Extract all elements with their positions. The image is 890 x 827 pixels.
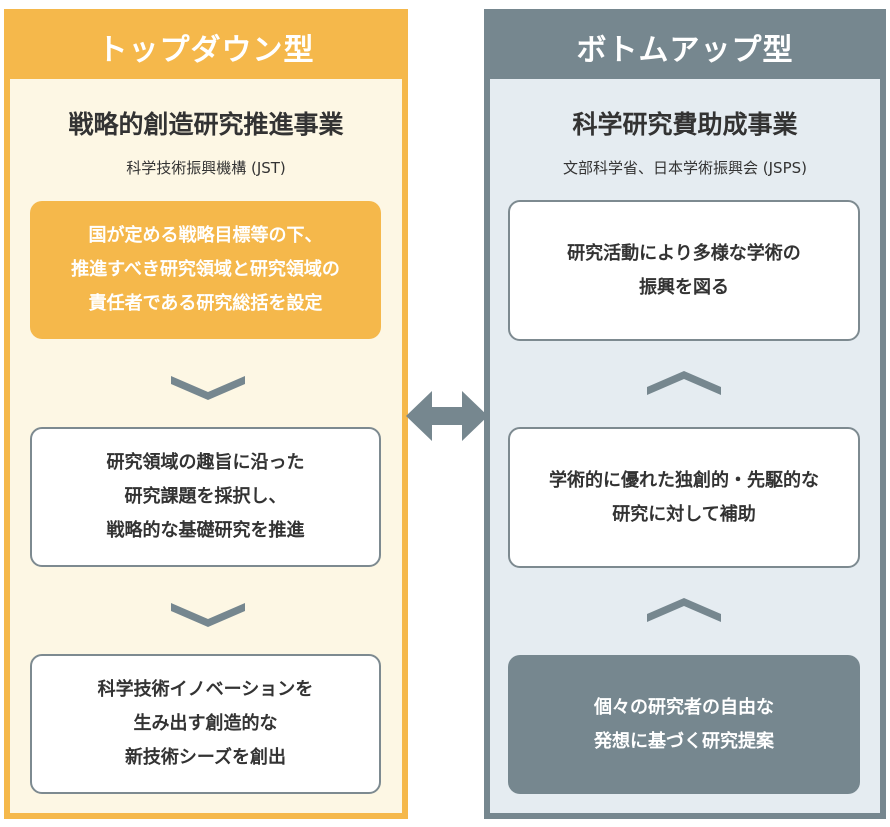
step-line: 推進すべき研究領域と研究領域の — [71, 259, 340, 280]
bottom-up-step-bottom: 個々の研究者の自由な 発想に基づく研究提案 — [508, 655, 860, 794]
chevron-up-icon — [647, 371, 721, 395]
step-line: 振興を図る — [639, 276, 729, 298]
step-line: 研究課題を採択し、 — [124, 486, 287, 507]
step-line: 研究に対して補助 — [612, 503, 756, 525]
step-line: 個々の研究者の自由な — [594, 696, 774, 718]
step-line: 新技術シーズを創出 — [124, 747, 287, 768]
top-down-banner: トップダウン型 — [10, 15, 402, 79]
step-line: 科学技術イノベーションを — [97, 679, 314, 700]
top-down-step-1: 国が定める戦略目標等の下、 推進すべき研究領域と研究領域の 責任者である研究総括… — [30, 201, 381, 339]
bottom-up-step-middle: 学術的に優れた独創的・先駆的な 研究に対して補助 — [508, 427, 860, 568]
step-line: 研究領域の趣旨に沿った — [106, 452, 305, 473]
top-down-subtitle: 科学技術振興機構 (JST) — [126, 159, 286, 177]
top-down-step-3: 科学技術イノベーションを 生み出す創造的な 新技術シーズを創出 — [30, 654, 381, 794]
step-line: 発想に基づく研究提案 — [594, 730, 774, 752]
top-down-step-2: 研究領域の趣旨に沿った 研究課題を採択し、 戦略的な基礎研究を推進 — [30, 427, 381, 567]
bottom-up-step-top: 研究活動により多様な学術の 振興を図る — [508, 200, 860, 341]
chevron-down-icon — [171, 376, 245, 400]
top-down-panel: トップダウン型 戦略的創造研究推進事業 科学技術振興機構 (JST) 国が定める… — [4, 9, 408, 819]
step-line: 国が定める戦略目標等の下、 — [88, 225, 323, 246]
step-line: 生み出す創造的な — [133, 713, 278, 734]
step-line: 研究活動により多様な学術の — [567, 242, 801, 264]
step-line: 学術的に優れた独創的・先駆的な — [549, 469, 819, 491]
step-line: 責任者である研究総括を設定 — [88, 293, 323, 314]
double-arrow-icon — [406, 391, 488, 441]
bottom-up-subtitle: 文部科学省、日本学術振興会 (JSPS) — [563, 159, 807, 177]
bottom-up-title: 科学研究費助成事業 — [572, 110, 798, 139]
chevron-down-icon — [171, 603, 245, 627]
bottom-up-panel: ボトムアップ型 科学研究費助成事業 文部科学省、日本学術振興会 (JSPS) 研… — [484, 9, 886, 819]
bottom-up-banner: ボトムアップ型 — [490, 15, 880, 79]
chevron-up-icon — [647, 598, 721, 622]
step-line: 戦略的な基礎研究を推進 — [106, 520, 305, 541]
top-down-title: 戦略的創造研究推進事業 — [68, 110, 344, 139]
